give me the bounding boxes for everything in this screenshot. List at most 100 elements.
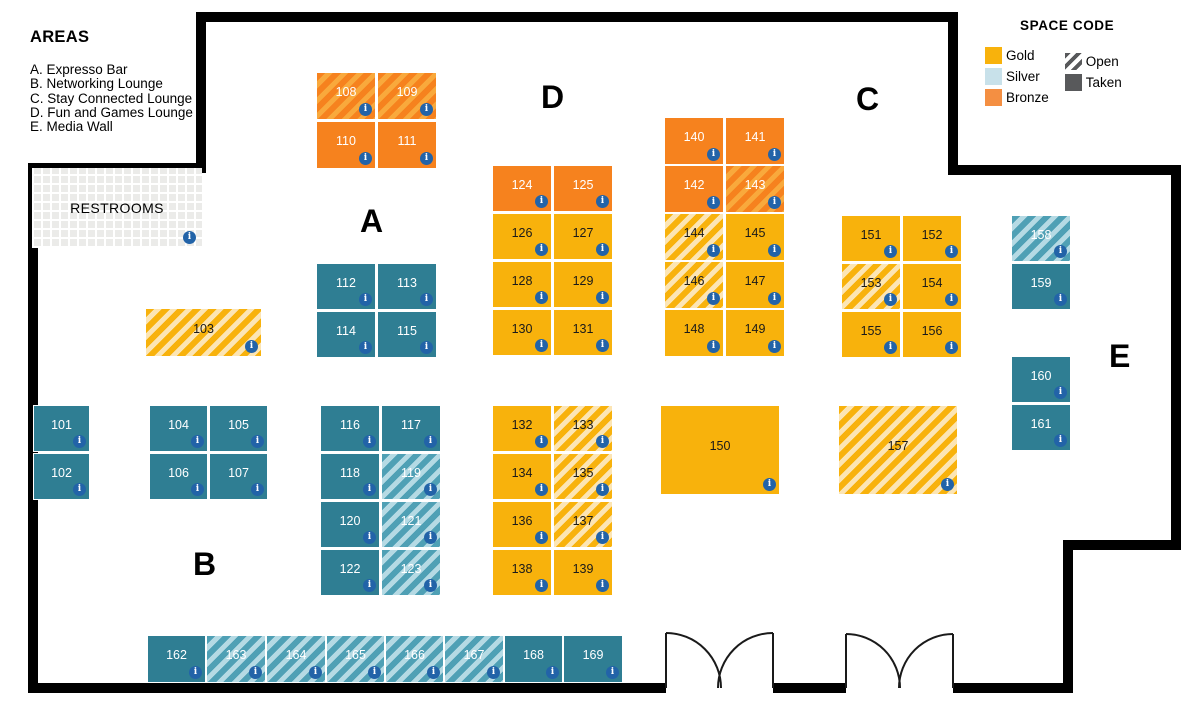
info-icon[interactable]: i xyxy=(596,531,609,544)
info-icon[interactable]: i xyxy=(707,148,720,161)
info-icon[interactable]: i xyxy=(707,340,720,353)
info-icon[interactable]: i xyxy=(596,339,609,352)
info-icon[interactable]: i xyxy=(191,483,204,496)
info-icon[interactable]: i xyxy=(535,339,548,352)
info-icon[interactable]: i xyxy=(424,579,437,592)
info-icon[interactable]: i xyxy=(249,666,262,679)
info-icon[interactable]: i xyxy=(884,245,897,258)
info-icon[interactable]: i xyxy=(251,483,264,496)
info-icon[interactable]: i xyxy=(884,293,897,306)
info-icon[interactable]: i xyxy=(189,666,202,679)
info-icon[interactable]: i xyxy=(945,245,958,258)
info-icon[interactable]: i xyxy=(424,483,437,496)
info-icon[interactable]: i xyxy=(487,666,500,679)
info-icon[interactable]: i xyxy=(535,195,548,208)
info-icon[interactable]: i xyxy=(359,293,372,306)
info-icon[interactable]: i xyxy=(1054,245,1067,258)
info-icon[interactable]: i xyxy=(251,435,264,448)
info-icon[interactable]: i xyxy=(596,243,609,256)
info-icon[interactable]: i xyxy=(941,478,954,491)
info-icon[interactable]: i xyxy=(427,666,440,679)
info-icon[interactable]: i xyxy=(363,483,376,496)
info-icon[interactable]: i xyxy=(768,148,781,161)
info-icon[interactable]: i xyxy=(768,340,781,353)
info-icon[interactable]: i xyxy=(535,291,548,304)
info-icon[interactable]: i xyxy=(707,292,720,305)
info-icon[interactable]: i xyxy=(707,244,720,257)
info-icon[interactable]: i xyxy=(368,666,381,679)
info-icon[interactable]: i xyxy=(546,666,559,679)
info-icon[interactable]: i xyxy=(596,435,609,448)
info-icon[interactable]: i xyxy=(183,231,196,244)
info-icon[interactable]: i xyxy=(535,579,548,592)
info-icon[interactable]: i xyxy=(596,483,609,496)
info-icon[interactable]: i xyxy=(1054,434,1067,447)
info-icon[interactable]: i xyxy=(191,435,204,448)
info-icon[interactable]: i xyxy=(768,244,781,257)
info-icon[interactable]: i xyxy=(363,531,376,544)
info-icon[interactable]: i xyxy=(424,435,437,448)
info-icon[interactable]: i xyxy=(596,579,609,592)
info-icon[interactable]: i xyxy=(420,341,433,354)
info-icon[interactable]: i xyxy=(535,243,548,256)
info-icon[interactable]: i xyxy=(420,152,433,165)
info-icon[interactable]: i xyxy=(768,196,781,209)
info-icon[interactable]: i xyxy=(945,341,958,354)
info-icon[interactable]: i xyxy=(359,103,372,116)
info-icon[interactable]: i xyxy=(420,103,433,116)
info-icon[interactable]: i xyxy=(707,196,720,209)
info-icon[interactable]: i xyxy=(309,666,322,679)
info-icon[interactable]: i xyxy=(359,341,372,354)
info-icon[interactable]: i xyxy=(363,435,376,448)
info-icon[interactable]: i xyxy=(420,293,433,306)
info-icon[interactable]: i xyxy=(1054,293,1067,306)
